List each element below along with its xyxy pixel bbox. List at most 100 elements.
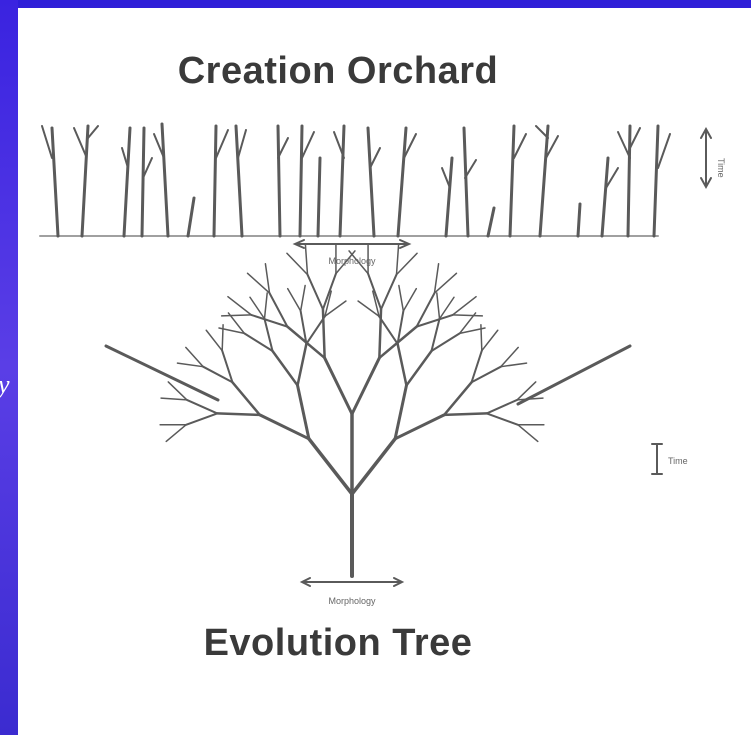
tree-morphology-axis	[302, 578, 402, 586]
orchard-branch	[216, 130, 228, 158]
tree-branch	[323, 274, 336, 310]
orchard-morphology-label: Morphology	[328, 256, 376, 266]
orchard-lineage	[188, 198, 194, 236]
orchard-branch	[88, 126, 98, 138]
tree-branch	[453, 297, 476, 315]
orchard-lineage	[540, 126, 548, 236]
tree-branch	[518, 346, 630, 404]
orchard-time-axis	[701, 129, 711, 187]
tree-branch	[501, 347, 518, 366]
orchard-lineage	[488, 208, 494, 236]
tree-branch	[186, 413, 217, 424]
tree-branch	[287, 253, 308, 274]
tree-branch	[305, 245, 307, 275]
orchard-branch	[42, 126, 52, 158]
tree-branch	[106, 346, 218, 400]
tree-branch	[352, 439, 395, 494]
tree-branch	[434, 273, 456, 293]
tree-branch	[161, 398, 187, 400]
tree-branch	[298, 385, 309, 438]
tree-branch	[260, 415, 309, 439]
orchard-lineage	[398, 128, 406, 236]
tree-branch	[288, 289, 301, 311]
tree-branch	[487, 413, 518, 424]
tree-branch	[481, 325, 482, 351]
tree-branch	[287, 327, 324, 358]
tree-branch	[309, 439, 352, 494]
tree-time-label: Time	[668, 456, 688, 466]
tree-branch	[487, 400, 517, 414]
orchard-lineage	[82, 126, 88, 236]
tree-branch	[308, 275, 323, 310]
diagram-panel: Creation Orchard	[18, 8, 751, 735]
orchard-branch	[302, 132, 314, 158]
orchard-lineage	[464, 128, 468, 236]
tree-branch	[273, 351, 298, 385]
orchard-lineage	[340, 126, 344, 236]
orchard-lineage	[368, 128, 374, 236]
orchard-lineage	[654, 126, 658, 236]
orchard-lineages	[42, 124, 670, 236]
tree-branch	[396, 245, 398, 275]
orchard-lineage	[52, 128, 58, 236]
tree-branch	[381, 275, 396, 310]
orchard-lineage	[318, 158, 320, 236]
orchard-branch	[370, 148, 380, 168]
orchard-branch	[658, 134, 670, 168]
tree-branch	[177, 363, 203, 367]
tree-branch	[228, 297, 251, 315]
tree-branch	[518, 425, 538, 442]
tree-branch	[398, 344, 407, 386]
orchard-lineage	[142, 128, 144, 236]
orchard-time-label: Time	[716, 158, 726, 178]
orchard-lineage	[578, 204, 580, 236]
tree-branch	[217, 413, 260, 414]
tree-branch	[379, 316, 398, 344]
tree-branch	[396, 253, 417, 274]
tree-time-axis	[652, 444, 662, 474]
tree-branch	[222, 315, 252, 316]
tree-branch	[453, 315, 483, 316]
orchard-branch	[238, 130, 246, 158]
tree-branch	[187, 400, 217, 414]
tree-branch	[482, 330, 498, 350]
orchard-lineage	[446, 158, 452, 236]
tree-branch	[395, 385, 406, 438]
tree-morphology-label: Morphology	[328, 596, 376, 606]
tree-branch	[434, 264, 438, 293]
orchard-lineage	[124, 128, 130, 236]
tree-branch	[352, 358, 379, 414]
tree-branch	[501, 363, 527, 367]
orchard-branch	[74, 128, 86, 156]
tree-branch	[298, 344, 307, 386]
slide-left-strip: y	[0, 0, 18, 735]
tree-branch	[166, 425, 186, 442]
orchard-lineage	[510, 126, 514, 236]
tree-branch	[437, 293, 440, 319]
tree-branch	[444, 382, 471, 415]
tree-branch	[248, 273, 270, 293]
tree-branch	[406, 351, 431, 385]
tree-branch	[403, 289, 416, 311]
orchard-branch	[630, 128, 640, 148]
orchard-lineage	[602, 158, 608, 236]
orchard-branch	[514, 134, 526, 158]
orchard-lineage	[214, 126, 216, 236]
orchard-lineage	[162, 124, 168, 236]
tree-branch	[232, 382, 259, 415]
tree-branch	[323, 309, 325, 358]
edge-glyph: y	[0, 372, 10, 398]
tree-branch	[264, 293, 267, 319]
orchard-lineage	[236, 126, 242, 236]
tree-branch	[301, 286, 305, 312]
tree-title: Evolution Tree	[18, 622, 658, 665]
orchard-lineage	[628, 126, 630, 236]
orchard-lineage	[278, 126, 280, 236]
tree-branch	[206, 330, 222, 350]
orchard-branch	[442, 168, 450, 188]
orchard-morphology-axis	[295, 240, 409, 248]
tree-branch	[444, 413, 487, 414]
tree-branches	[106, 244, 630, 576]
tree-branch	[186, 347, 203, 366]
orchard-lineage	[300, 126, 302, 236]
